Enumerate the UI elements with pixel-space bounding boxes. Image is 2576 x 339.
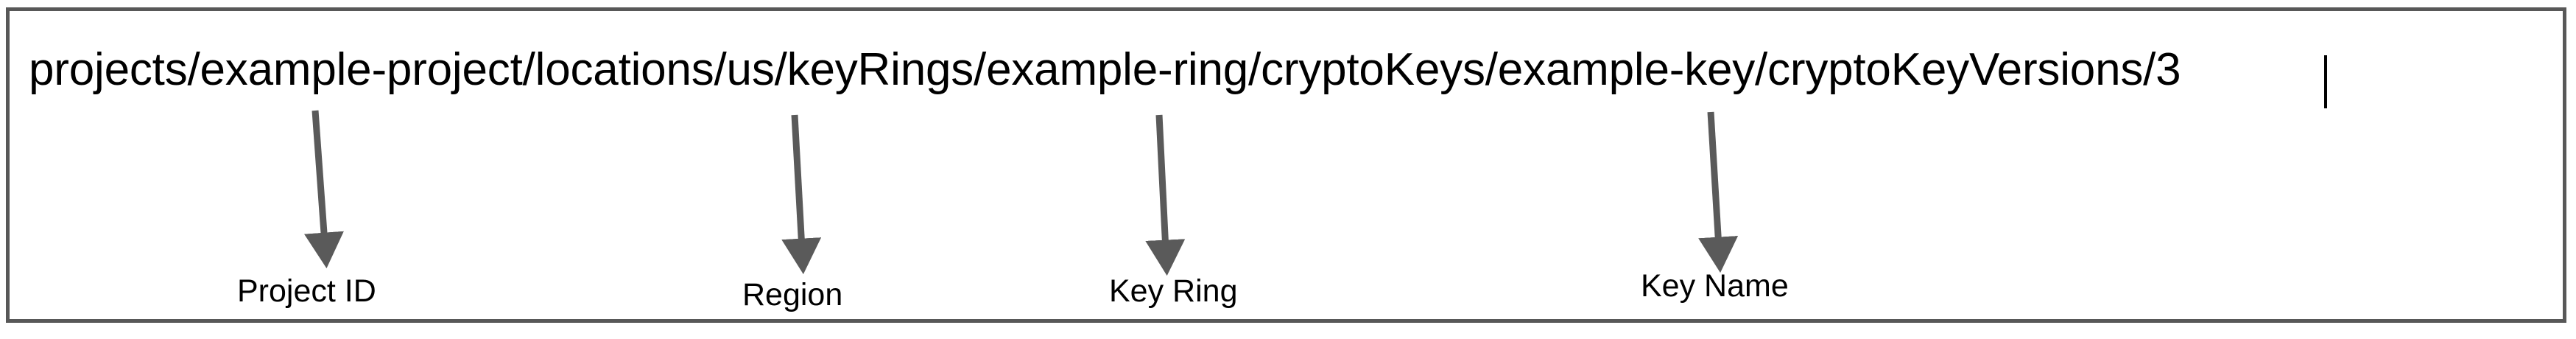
label-key-ring: Key Ring bbox=[1109, 273, 1238, 309]
label-project-id: Project ID bbox=[237, 273, 376, 309]
resource-name-text[interactable]: projects/example-project/locations/us/ke… bbox=[29, 44, 2181, 95]
resource-name-panel: projects/example-project/locations/us/ke… bbox=[6, 7, 2566, 323]
label-key-name: Key Name bbox=[1641, 268, 1789, 304]
label-region: Region bbox=[742, 277, 843, 312]
text-caret bbox=[2324, 55, 2327, 108]
